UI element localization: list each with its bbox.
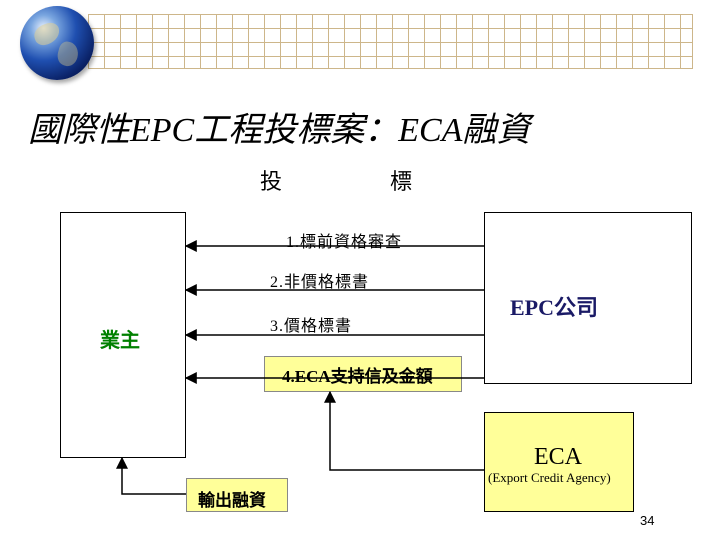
eca-label: ECA [534, 444, 582, 471]
step-2-label: 2.非價格標書 [270, 268, 369, 292]
page-number: 34 [640, 513, 654, 528]
epc-company-label: EPC公司 [510, 290, 598, 322]
export-financing-label: 輸出融資 [198, 486, 266, 511]
step-3-label: 3.價格標書 [270, 312, 352, 336]
financing-to-owner-arrow [122, 458, 186, 494]
eca-to-epc-arrow [330, 392, 484, 470]
step-4-label: 4.ECA支持信及金額 [282, 362, 433, 387]
eca-full-name: (Export Credit Agency) [488, 470, 611, 486]
owner-label: 業主 [100, 324, 140, 353]
step-1-label: 1.標前資格審查 [286, 228, 402, 252]
